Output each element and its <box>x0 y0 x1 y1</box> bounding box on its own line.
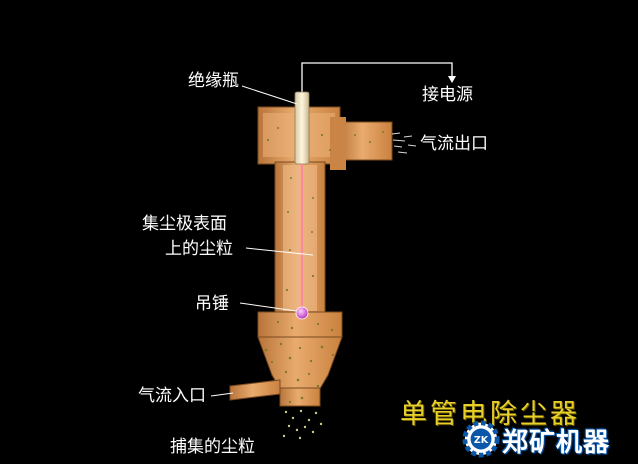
svg-text:ZK: ZK <box>474 435 489 446</box>
label-collector-dust-line2: 上的尘粒 <box>165 239 233 259</box>
label-power: 接电源 <box>422 85 473 105</box>
insulator-bottle <box>294 91 310 165</box>
power-wire <box>301 62 456 92</box>
watermark-text: 郑矿机器 <box>502 428 611 458</box>
label-gas-outlet: 气流出口 <box>420 134 488 154</box>
main-tube <box>274 161 326 313</box>
top-housing <box>257 106 393 170</box>
leader-lines <box>210 85 314 397</box>
label-gas-inlet: 气流入口 <box>138 386 206 406</box>
gear-logo-icon: ZK <box>462 420 500 458</box>
label-collector-dust-line1: 集尘极表面 <box>142 214 227 234</box>
weight-ball <box>295 306 309 320</box>
hopper <box>229 311 343 407</box>
captured-dust-fall <box>282 409 323 440</box>
label-weight: 吊锤 <box>195 294 229 314</box>
label-captured-dust: 捕集的尘粒 <box>170 437 255 457</box>
label-insulator: 绝缘瓶 <box>188 71 239 91</box>
dust-particles <box>264 127 384 404</box>
outlet-stream <box>391 132 417 154</box>
